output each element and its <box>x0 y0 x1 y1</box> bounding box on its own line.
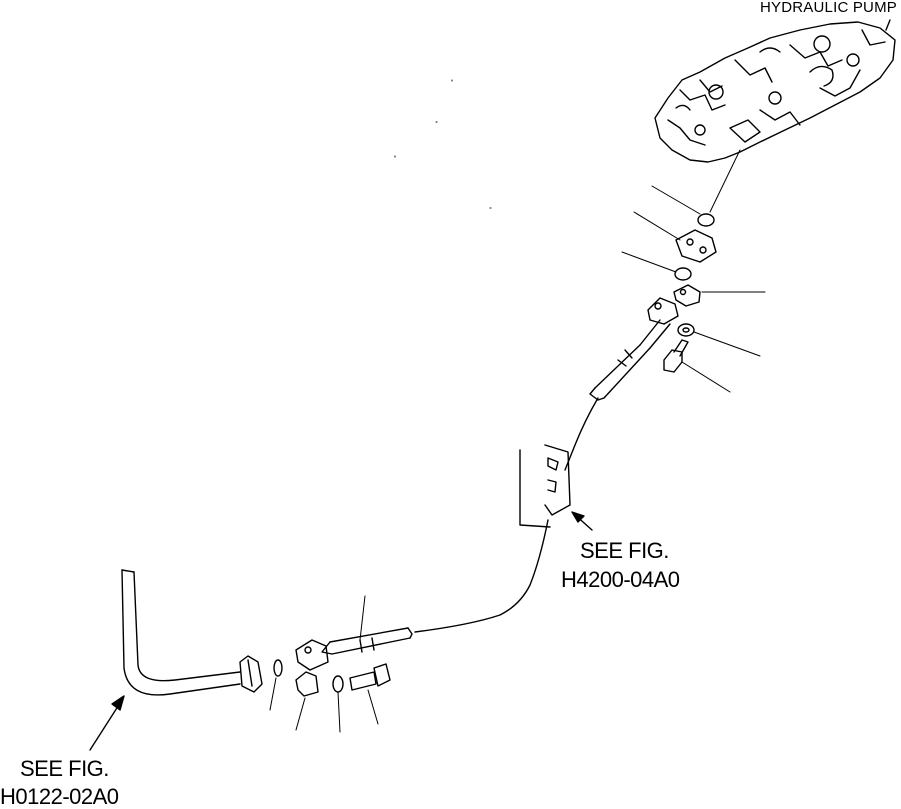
split-flange-block <box>675 229 717 263</box>
mid-clamp-bracket <box>519 444 571 528</box>
tube-flange-lower <box>239 655 263 693</box>
label-fig-number-mid: H4200-04A0 <box>561 567 680 592</box>
hydraulic-hose <box>414 397 599 633</box>
label-see-fig-mid: SEE FIG. <box>580 538 669 563</box>
hose-end-lower <box>295 627 413 671</box>
o-ring-lower <box>273 659 283 677</box>
arrow-to-mid-figure <box>571 511 593 531</box>
half-flange-upper <box>673 284 701 307</box>
label-see-fig-low: SEE FIG. <box>20 756 109 781</box>
bolt-upper <box>663 339 689 373</box>
arrow-to-low-figure <box>89 695 125 751</box>
bolt-lower <box>349 663 391 691</box>
hose-end-upper <box>589 297 679 401</box>
lock-washer-upper <box>677 323 695 337</box>
label-hydraulic-pump: HYDRAULIC PUMP <box>760 0 897 16</box>
suction-tube <box>121 569 241 696</box>
lock-washer-lower <box>332 675 344 693</box>
label-fig-number-low: H0122-02A0 <box>0 784 119 809</box>
pump-o-ring <box>697 213 715 227</box>
half-flange-lower <box>295 671 319 697</box>
flange-o-ring <box>674 267 692 281</box>
hydraulic-pump <box>654 19 896 163</box>
callout-leaders <box>269 149 766 733</box>
specks <box>394 79 492 209</box>
